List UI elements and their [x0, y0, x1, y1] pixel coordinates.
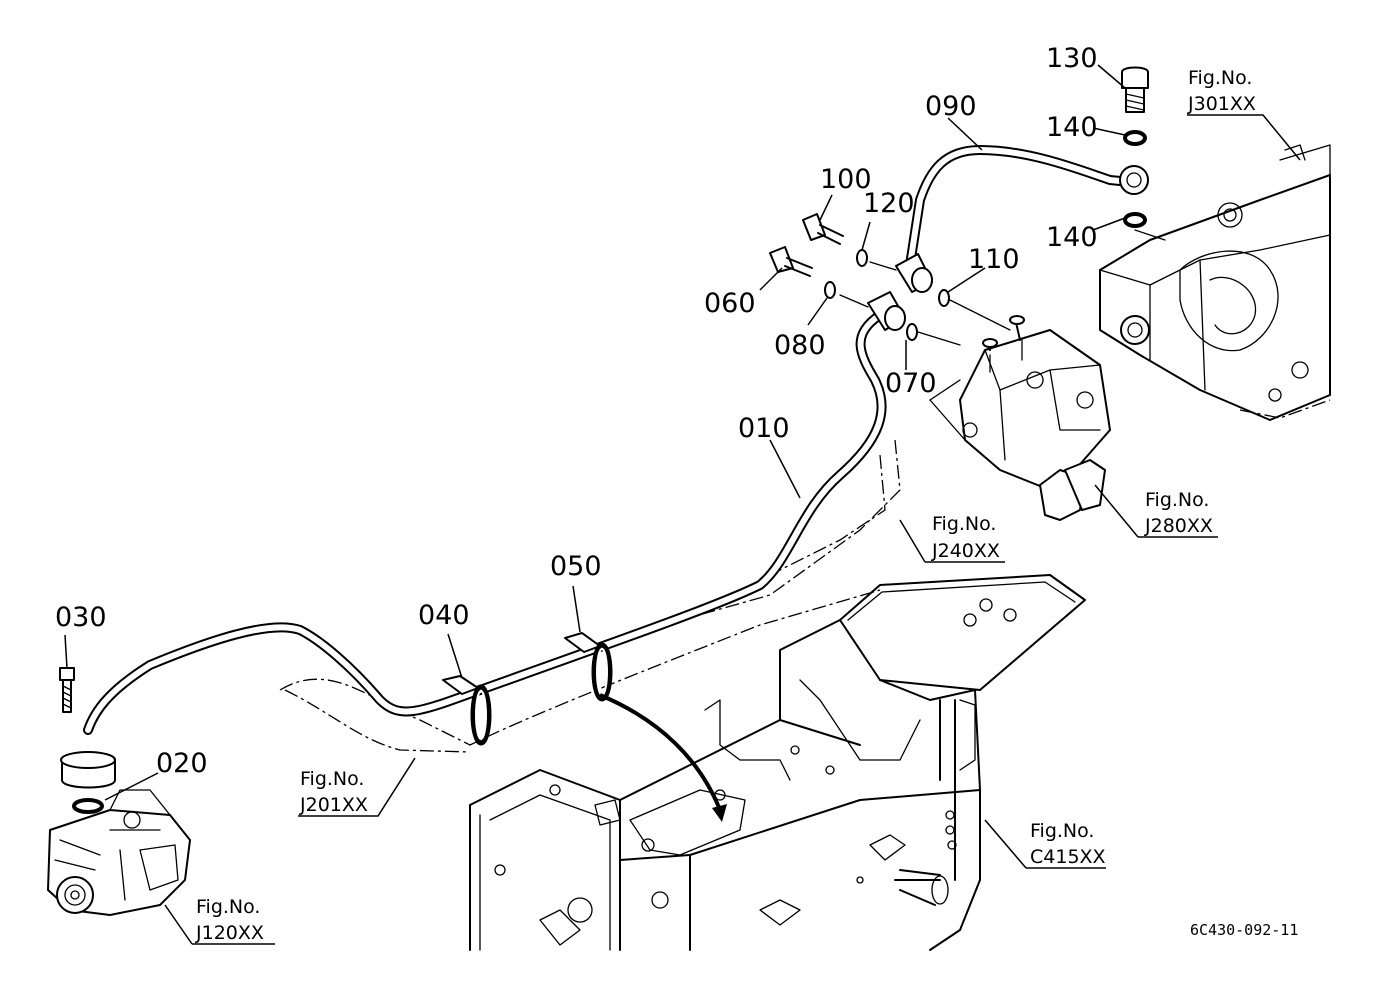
chassis-frame-drawing: [279, 574, 1086, 951]
fig-ref-j240-prefix: Fig.No.: [932, 513, 996, 535]
leader-lines: [64, 64, 1126, 801]
part-label-070: 070: [885, 368, 937, 399]
part-label-110: 110: [968, 244, 1020, 275]
fig-ref-c415: Fig.No. C415XX: [1030, 820, 1106, 868]
fig-ref-j240: Fig.No. J240XX: [931, 513, 1000, 562]
part-label-050: 050: [550, 551, 602, 582]
mount-arrow: [599, 693, 722, 811]
hydraulic-pump-drawing: [47, 667, 191, 916]
fig-ref-j280: Fig.No. J280XX: [1144, 489, 1213, 537]
fig-ref-j280-code: J280XX: [1144, 515, 1213, 537]
fig-ref-j201-prefix: Fig.No.: [300, 768, 364, 790]
j240-outline-inner: [759, 454, 886, 581]
part-label-020: 020: [156, 748, 208, 779]
fig-ref-c415-code: C415XX: [1030, 846, 1106, 868]
fig-ref-j301-code: J301XX: [1187, 93, 1256, 115]
control-valve-drawing: [959, 315, 1111, 521]
fig-ref-j240-code: J240XX: [931, 540, 1000, 562]
fig-ref-leaders: [164, 114, 1301, 945]
fig-ref-j280-prefix: Fig.No.: [1145, 489, 1209, 511]
part-label-080: 080: [774, 330, 826, 361]
part-label-090: 090: [925, 91, 977, 122]
part-label-030: 030: [55, 602, 107, 633]
fig-ref-j120-prefix: Fig.No.: [196, 896, 260, 918]
clamp-040-drawing: [442, 675, 492, 746]
fig-ref-j301-prefix: Fig.No.: [1188, 67, 1252, 89]
drawing-code: 6C430-092-11: [1190, 921, 1298, 939]
fig-ref-j201-code: J201XX: [299, 794, 368, 816]
fig-ref-j301: Fig.No. J301XX: [1187, 67, 1256, 115]
fig-ref-j120: Fig.No. J120XX: [195, 896, 264, 944]
valve-center-line: [929, 379, 966, 441]
banjo-bolt-130-drawing: [1119, 66, 1166, 241]
j240-outline: [609, 439, 901, 641]
part-label-140-lower: 140: [1046, 222, 1098, 253]
hydraulic-block-drawing: [1099, 144, 1331, 421]
fitting-hardware-drawing: [769, 213, 1011, 346]
pipe-090-drawing: [905, 145, 1135, 270]
pipe-010-drawing: [83, 310, 887, 735]
part-label-100: 100: [820, 164, 872, 195]
clamp-050-drawing: [564, 632, 613, 702]
part-label-140-upper: 140: [1046, 112, 1098, 143]
fig-ref-c415-prefix: Fig.No.: [1030, 820, 1094, 842]
part-label-010: 010: [738, 413, 790, 444]
part-label-040: 040: [418, 600, 470, 631]
fig-ref-j201: Fig.No. J201XX: [299, 768, 368, 816]
part-label-130: 130: [1046, 43, 1098, 74]
part-label-060: 060: [704, 288, 756, 319]
part-label-120: 120: [863, 188, 915, 219]
mount-arrow-head: [712, 804, 727, 822]
fig-ref-j120-code: J120XX: [195, 922, 264, 944]
